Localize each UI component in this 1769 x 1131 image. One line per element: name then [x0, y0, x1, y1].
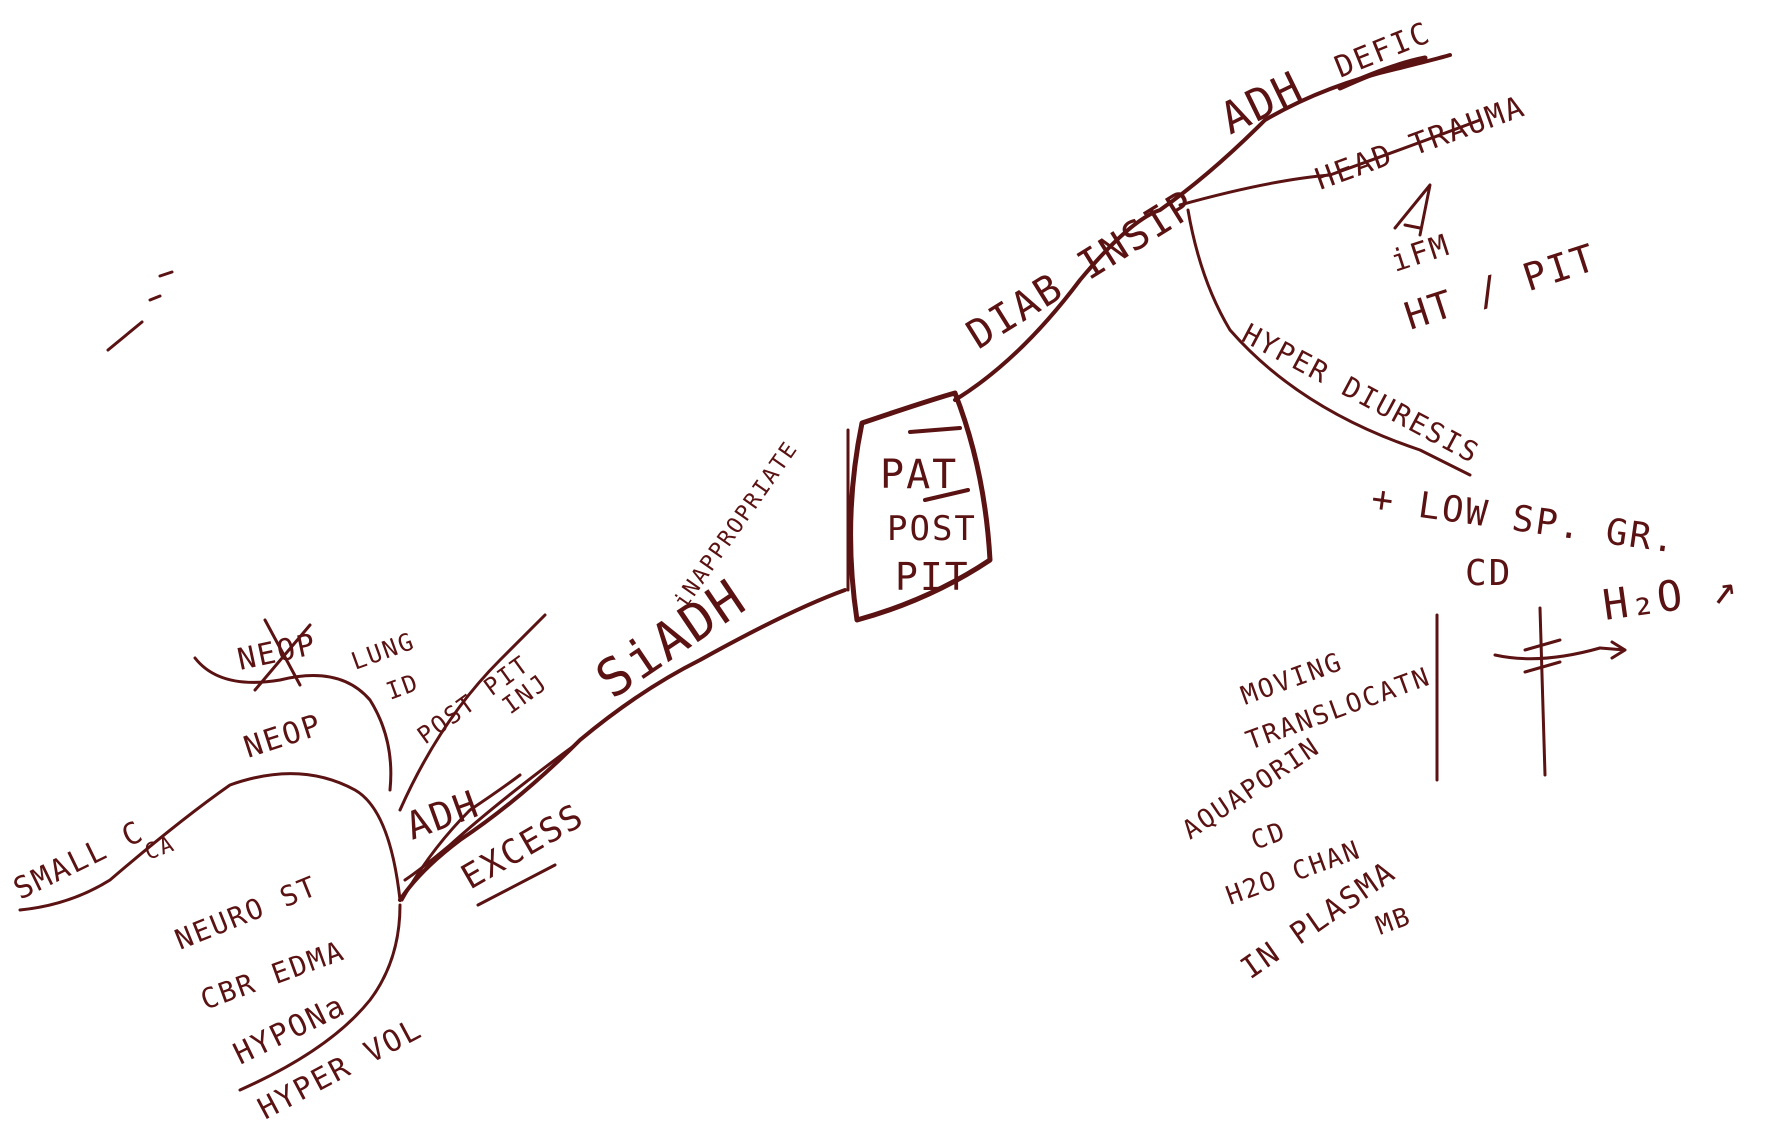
- neop-crossed-label: NEOP: [234, 627, 320, 678]
- note-4: CD: [1247, 816, 1290, 856]
- neop-crossed-line: [193, 656, 393, 792]
- adh-defic-underline: [1337, 55, 1428, 91]
- hypervol-line: [238, 903, 402, 1092]
- hyperdiuresis-line: [1186, 208, 1472, 477]
- excess-underline: [476, 863, 557, 907]
- cd-label: CD: [1465, 553, 1512, 594]
- head-trauma-line: [1178, 118, 1482, 207]
- membrane-sketch: [1493, 606, 1627, 777]
- center-text-3: PIT: [895, 555, 970, 599]
- adh-defic-label: ADH: [1212, 62, 1311, 145]
- stray-marks: [106, 270, 174, 352]
- ca-label: CA: [142, 832, 179, 866]
- adh-line: [400, 773, 522, 902]
- siadh-label: SiADH: [586, 568, 758, 711]
- neop-cross-mark: [253, 618, 312, 692]
- hyperdiuresis-label: HYPER DIURESIS: [1237, 317, 1486, 470]
- center-strike: [908, 426, 970, 502]
- diab-insip-label: DIAB INSIP: [959, 181, 1205, 358]
- h2o-label: H₂O ↗: [1600, 562, 1742, 630]
- siadh-line: [398, 588, 847, 902]
- neop-label: NEOP: [240, 708, 327, 766]
- center-text-1: PAT: [880, 452, 958, 498]
- adh-defic-sub: DEFIC: [1330, 15, 1436, 85]
- neop-line: [18, 772, 402, 912]
- center-box: [848, 390, 993, 623]
- small-c-label: SMALL C: [8, 814, 150, 907]
- head-trauma-label: HEAD TRAUMA: [1311, 89, 1530, 197]
- adh-label: ADH: [400, 782, 485, 849]
- note-7: MB: [1372, 901, 1415, 941]
- lung-label: LUNG: [347, 627, 418, 676]
- neuro-1: NEURO ST: [170, 869, 322, 956]
- center-text-2: POST: [887, 509, 977, 549]
- post-pit-line: [398, 613, 547, 812]
- id-label: ID: [382, 668, 422, 706]
- diab-branch-line: [953, 53, 1452, 402]
- low-sp-gr-label: + LOW SP. GR.: [1369, 478, 1679, 561]
- ifm-label: iFM: [1387, 228, 1455, 280]
- head-trauma-caret: [1393, 183, 1432, 237]
